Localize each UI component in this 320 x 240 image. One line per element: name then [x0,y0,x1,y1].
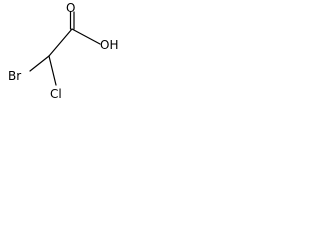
atom-bromine-label: Br [8,69,21,83]
carboxyl-to-hydroxyl-bond [71,28,101,45]
atom-chlorine-label: Cl [50,87,62,101]
carboxyl-to-alpha-carbon-bond [48,28,73,57]
alpha-carbon-to-bromine-bond [29,55,50,72]
atom-hydroxyl-label: OH [100,38,118,52]
atom-oxygen-label: O [66,1,75,15]
bromochloroacetic-acid-structure: O OH Br Cl [8,1,118,101]
alpha-carbon-to-chlorine-bond [48,55,57,86]
